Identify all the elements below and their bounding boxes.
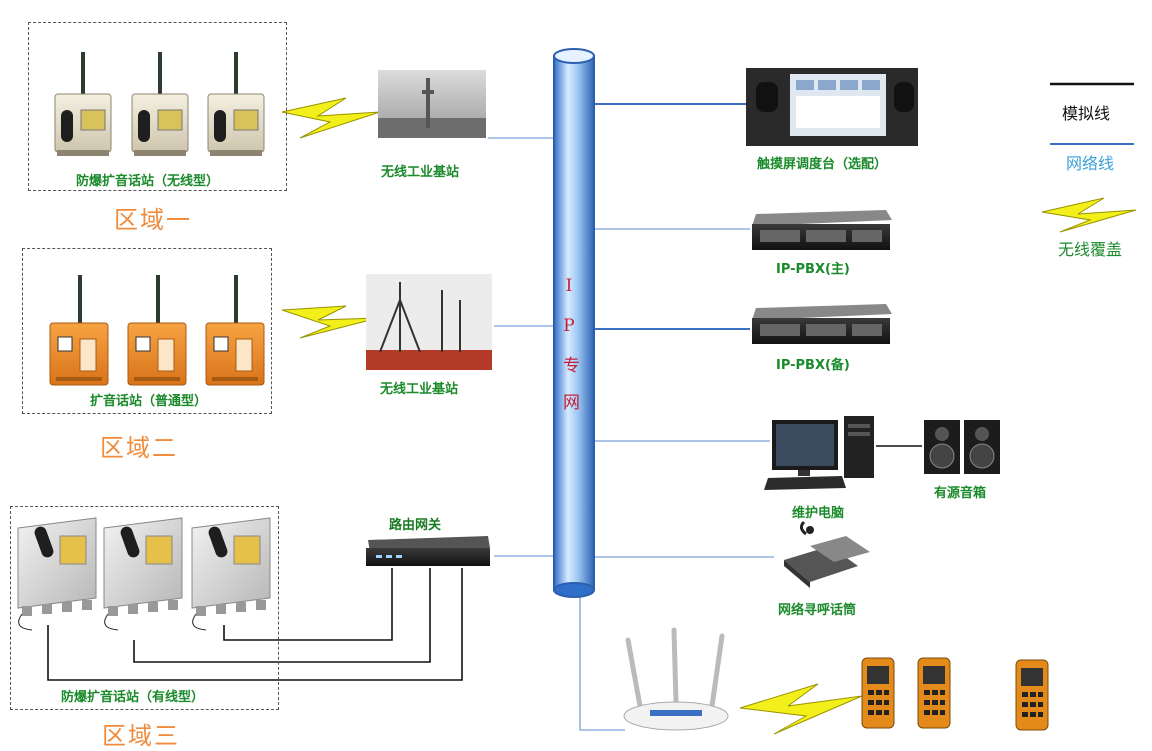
zone2-label: 区域二 [100, 434, 178, 462]
handheld-terminals [861, 657, 1049, 731]
zone1-stations [54, 52, 265, 156]
legend-network-label: 网络线 [1066, 154, 1115, 173]
speakers-label: 有源音箱 [934, 486, 987, 501]
bolt-zone1 [281, 97, 381, 139]
pbx-backup-label: IP-PBX(备) [776, 358, 850, 373]
network-links [488, 137, 774, 731]
pbx-backup-device [752, 304, 892, 344]
zone2-border [22, 248, 272, 414]
zone1-border [28, 22, 287, 191]
zone3-phones [17, 517, 271, 631]
router-device [623, 627, 729, 731]
bolt-router [739, 683, 863, 735]
touch-console-device [746, 68, 918, 146]
touch-console-label: 触摸屏调度台（选配） [757, 157, 888, 172]
analog-phone3 [223, 568, 393, 641]
zone2-stations [49, 275, 265, 386]
zone1-label: 区域一 [114, 206, 192, 234]
zone1-group-label: 防爆扩音话站（无线型） [76, 174, 220, 189]
pbx-main-label: IP-PBX(主) [776, 262, 850, 277]
legend-analog-label: 模拟线 [1062, 104, 1111, 123]
bolt-zone2 [281, 305, 379, 339]
legend-bolt [1041, 197, 1137, 233]
base-station-2 [366, 274, 492, 370]
zone3-border [10, 506, 279, 710]
paging-mic-label: 网络寻呼话筒 [778, 603, 857, 618]
active-speakers-device [924, 420, 1000, 474]
zone1-station-label: 无线工业基站 [381, 165, 460, 180]
gateway-label: 路由网关 [389, 518, 442, 533]
paging-mic-device [784, 520, 870, 588]
analog-phone2 [133, 568, 431, 663]
analog-phone1 [47, 568, 463, 681]
pbx-main-device [752, 210, 892, 250]
zone2-group-label: 扩音话站（普通型） [90, 394, 208, 409]
ip-backbone-label: I P 专 网 [559, 276, 579, 410]
analog-links [47, 445, 922, 681]
base-station-1 [378, 70, 486, 138]
zone3-label: 区域三 [102, 722, 180, 750]
network-links-bold [595, 103, 750, 330]
zone2-station-label: 无线工业基站 [380, 382, 459, 397]
route-gateway-device [366, 536, 490, 566]
zone3-group-label: 防爆扩音话站（有线型） [61, 690, 205, 705]
maintenance-pc-device [764, 416, 874, 490]
legend-wireless-label: 无线覆盖 [1058, 240, 1123, 259]
wireless-bolts [281, 97, 1137, 735]
maint-pc-label: 维护电脑 [792, 506, 845, 521]
link-router [579, 596, 625, 731]
ip-backbone-tube [553, 48, 595, 598]
